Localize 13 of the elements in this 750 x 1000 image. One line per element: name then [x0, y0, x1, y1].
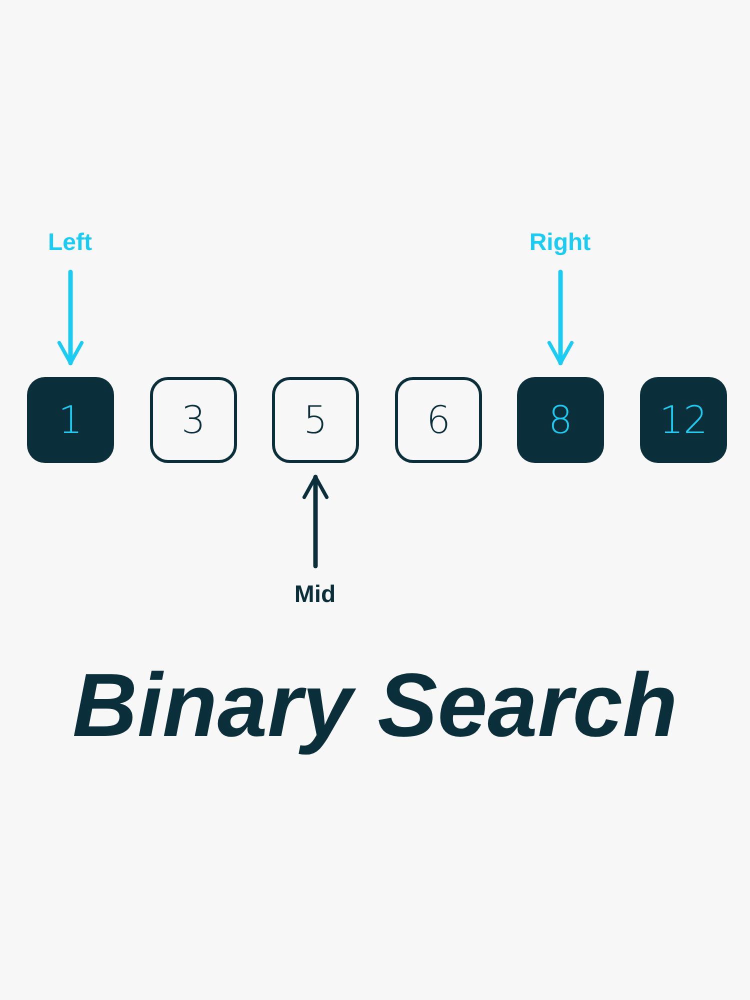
pointer-label: Mid [275, 580, 355, 610]
pointer-label: Left [30, 228, 110, 258]
array-cell: 3 [150, 377, 237, 463]
array-cell: 8 [517, 377, 604, 463]
array-cell: 5 [272, 377, 359, 463]
arrow [302, 474, 329, 568]
arrow [57, 270, 84, 366]
title: Binary Search [71, 655, 679, 758]
pointer-label: Right [505, 228, 615, 258]
array-cell: 1 [27, 377, 114, 463]
array-cell: 12 [640, 377, 727, 463]
arrow [547, 270, 574, 366]
array-cell: 6 [395, 377, 482, 463]
